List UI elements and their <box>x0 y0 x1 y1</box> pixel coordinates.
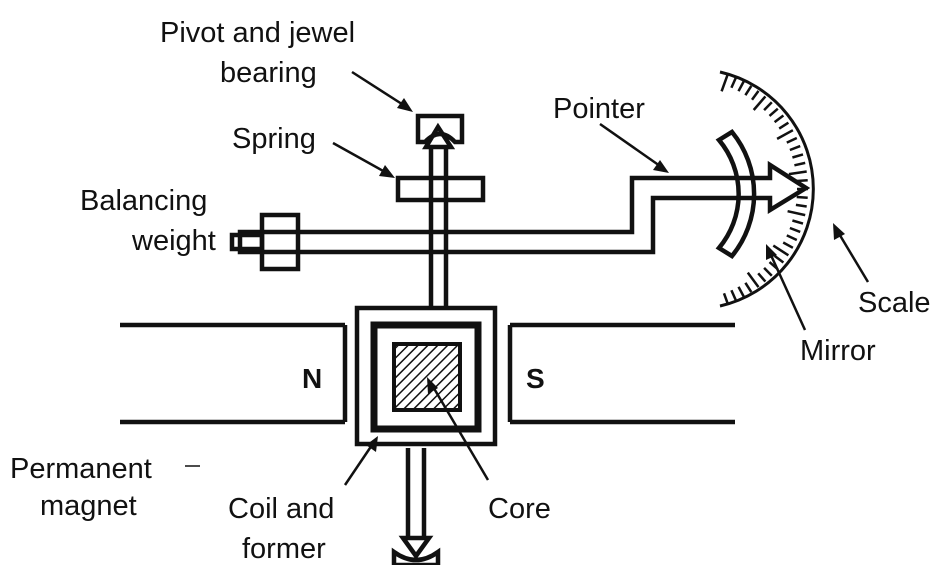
scale-tick <box>772 244 790 257</box>
scale-tick <box>789 144 801 152</box>
balancing-label-line1: Balancing <box>80 185 207 217</box>
coil-label-line2: former <box>242 533 326 565</box>
scale-tick <box>773 114 785 124</box>
mirror-label: Mirror <box>800 335 876 367</box>
permanent-magnet-label-line1: Permanent <box>10 453 152 485</box>
coil-arrow <box>343 436 378 486</box>
scale-tick <box>773 254 785 264</box>
scale-tick <box>763 101 773 111</box>
pointer-arrow <box>599 122 669 173</box>
scale-tick <box>776 129 794 140</box>
pointer-label: Pointer <box>553 93 645 125</box>
scale-tick <box>730 77 738 89</box>
scale-tick <box>768 107 779 117</box>
scale-tick <box>744 282 753 293</box>
scale-tick <box>789 226 801 234</box>
scale-tick <box>786 234 798 242</box>
spring-arrow <box>332 141 395 178</box>
scale-tick <box>730 289 738 301</box>
scale-tick <box>786 136 798 144</box>
scale-tick <box>737 80 745 92</box>
scale-tick <box>778 121 790 130</box>
scale-tick <box>757 272 767 283</box>
scale-tick <box>763 267 773 277</box>
core-arrow <box>427 377 490 481</box>
pivot-arrow <box>351 70 413 112</box>
scale-tick <box>737 286 745 298</box>
pivot-label-line2: bearing <box>220 57 317 89</box>
mirror <box>715 129 757 259</box>
scale-tick <box>787 209 806 217</box>
coil-and-former <box>354 305 498 447</box>
coil-label-line1: Coil and <box>228 493 334 525</box>
balancing-weight <box>229 212 301 272</box>
pointer <box>237 160 811 255</box>
jewel-bearing-top <box>415 113 465 145</box>
magnet-south-pole <box>507 322 735 425</box>
spring <box>395 175 486 203</box>
scale-tick <box>796 195 808 200</box>
scale-label: Scale <box>858 287 931 319</box>
permanent-magnet <box>120 322 735 425</box>
spring-label: Spring <box>232 123 316 155</box>
scale-tick <box>788 170 807 176</box>
core-label: Core <box>488 493 551 525</box>
balancing-label-line2: weight <box>131 225 216 257</box>
scale <box>719 70 815 308</box>
spindle <box>398 122 456 560</box>
scale-tick <box>792 153 804 159</box>
scale-tick <box>796 178 808 183</box>
scale-tick <box>750 90 760 101</box>
mirror-arrow <box>766 244 807 331</box>
scale-tick <box>752 95 767 111</box>
magnet-north-pole <box>120 322 348 425</box>
scale-tick <box>795 203 807 208</box>
scale-tick <box>744 85 753 96</box>
scale-tick <box>794 161 806 167</box>
scale-tick <box>722 292 729 305</box>
scale-arrow <box>833 223 870 283</box>
south-pole-label: S <box>526 363 545 394</box>
jewel-bearing-bottom <box>391 547 441 565</box>
scale-tick <box>792 219 804 225</box>
scale-tick <box>720 73 729 92</box>
scale-tick <box>782 241 794 249</box>
north-pole-label: N <box>302 363 322 394</box>
permanent-magnet-label-line2: magnet <box>40 490 137 522</box>
pivot-label-line1: Pivot and jewel <box>160 17 355 49</box>
scale-tick <box>746 271 760 288</box>
